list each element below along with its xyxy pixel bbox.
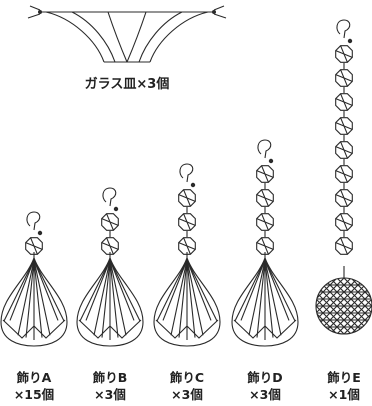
ornament-b-facet [85, 259, 111, 321]
ornament-b-pendant [76, 252, 144, 347]
ornament-e-link-facet [340, 93, 348, 111]
ornament-a-facet-band [2, 319, 66, 339]
ornament-d-facet [234, 259, 266, 322]
ornament-a-facet [25, 259, 35, 338]
ornament-d-name: 飾りD [247, 370, 282, 385]
ornament-b-name: 飾りB [93, 370, 128, 385]
ornament-a-facet [33, 259, 43, 338]
ornament-b-facet [109, 259, 127, 336]
ornament-d-facet [264, 259, 282, 336]
ornament-c-link-facet [183, 237, 191, 255]
ornament-e-ball-facets [316, 278, 372, 334]
ornament-d-link-facet [261, 213, 269, 231]
ornament-a-hook [26, 211, 41, 231]
ornament-e-link-facet [340, 189, 348, 207]
ornament-c-facet [186, 259, 196, 338]
ornament-b-facet [109, 259, 141, 322]
ornament-c-chain [178, 163, 196, 255]
ornament-b: 飾りB ×3個 [76, 187, 144, 402]
ornament-b-hook-pin [113, 206, 119, 212]
ornament-d-hook [257, 139, 272, 159]
ornament-e-name: 飾りE [327, 370, 361, 385]
ornament-c-facet [186, 259, 212, 321]
ornament-b-facet [109, 259, 135, 321]
ornament-e-link-facet [340, 213, 348, 231]
ornament-c-link-facet [183, 213, 191, 231]
ornament-e-hook [336, 19, 351, 39]
ornament-c-quantity: ×3個 [171, 387, 203, 402]
ornament-e-chain [335, 19, 353, 255]
ornament-b-facet-band [78, 319, 142, 339]
ornament-d-facet [264, 259, 274, 338]
ornament-c-hook-pin [190, 182, 196, 188]
ornament-d-quantity: ×3個 [249, 387, 281, 402]
ornament-a: 飾りA ×15個 [0, 211, 68, 402]
ornament-d-hook-pin [268, 158, 274, 164]
ornament-a-facet [33, 259, 51, 336]
ornament-b-chain [101, 187, 119, 255]
ornament-a-chain [25, 211, 43, 255]
ornament-c-hook [179, 163, 194, 183]
ornament-d-facet [264, 259, 290, 321]
ornament-a-quantity: ×15個 [14, 387, 54, 402]
ornament-b-quantity: ×3個 [94, 387, 126, 402]
ornament-c-facet [178, 259, 188, 338]
ornament-c-facet [170, 259, 188, 336]
ornament-e-link-facet [340, 237, 348, 255]
ornament-a-facet [33, 259, 65, 322]
ornament-b-facet [101, 259, 111, 338]
ornament-d-facet-band [233, 319, 297, 339]
ornament-a-facet [9, 259, 35, 321]
ornament-a-pendant [0, 252, 68, 347]
ornament-e-pendant [315, 266, 372, 335]
ornament-c-facet [156, 259, 188, 322]
glass-dish-icon [27, 5, 227, 63]
ornament-e-link-facet [340, 165, 348, 183]
ornament-c-pendant [153, 252, 221, 347]
ornament-b-facet [79, 259, 111, 322]
ornament-c-facet-band [155, 319, 219, 339]
ornament-a-facet [3, 259, 35, 322]
ornament-a-link-facet [30, 237, 38, 255]
ornament-e-link-facet [340, 45, 348, 63]
ornament-a-name: 飾りA [17, 370, 52, 385]
ornament-e-link-facet [340, 141, 348, 159]
ornament-d-facet [256, 259, 266, 338]
ornament-c-facet [162, 259, 188, 321]
ornament-b-link-facet [106, 237, 114, 255]
ornament-c-facet [186, 259, 204, 336]
ornament-e: 飾りE ×1個 [315, 19, 372, 402]
ornament-c: 飾りC ×3個 [153, 163, 221, 402]
dish-label: ガラス皿×3個 [85, 76, 170, 92]
ornament-e-hook-pin [347, 38, 353, 44]
ornament-d-link-facet [261, 165, 269, 183]
ornament-a-hook-pin [37, 230, 43, 236]
ornament-e-link-facet [340, 117, 348, 135]
ornament-d-facet [240, 259, 266, 321]
ornament-a-facet [17, 259, 35, 336]
ornament-c-name: 飾りC [170, 370, 204, 385]
ornament-c-facet [186, 259, 218, 322]
ornament-d: 飾りD ×3個 [231, 139, 299, 402]
ornament-d-link-facet [261, 189, 269, 207]
ornament-b-link-facet [106, 213, 114, 231]
ornament-b-hook [102, 187, 117, 207]
ornament-e-link-facet [340, 69, 348, 87]
ornament-d-chain [256, 139, 274, 255]
ornament-b-facet [93, 259, 111, 336]
ornament-d-facet [264, 259, 296, 322]
ornament-b-facet [109, 259, 119, 338]
ornament-d-link-facet [261, 237, 269, 255]
ornament-a-facet [33, 259, 59, 321]
ornament-d-pendant [231, 252, 299, 347]
ornament-d-facet [248, 259, 266, 336]
ornament-c-link-facet [183, 189, 191, 207]
ornament-e-quantity: ×1個 [328, 387, 360, 402]
